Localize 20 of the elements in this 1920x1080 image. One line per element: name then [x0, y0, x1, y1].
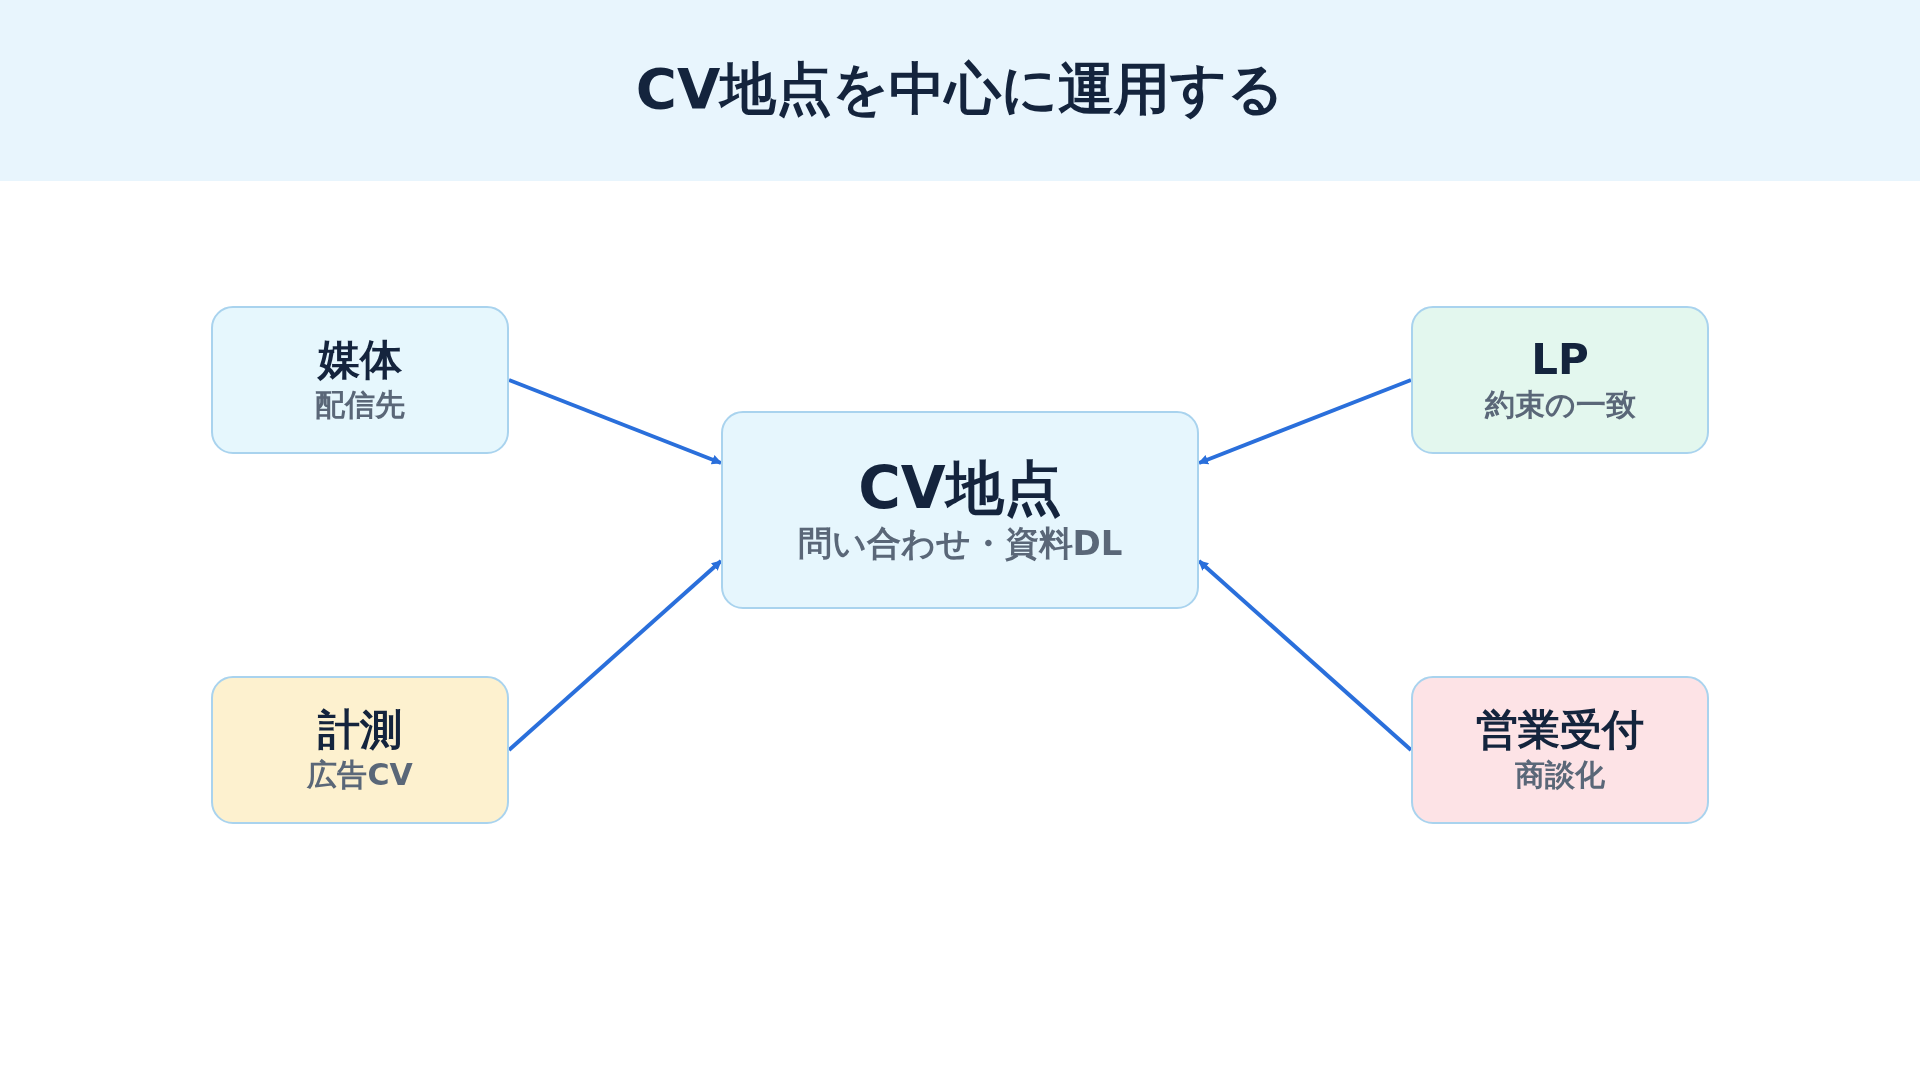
- box-heading: 計測: [318, 706, 402, 755]
- box-heading: 営業受付: [1476, 706, 1644, 755]
- arrow: [1198, 378, 1412, 465]
- box-subtitle: 問い合わせ・資料DL: [797, 522, 1123, 566]
- arrow: [508, 378, 722, 465]
- arrow: [507, 559, 723, 752]
- process-box: [211, 676, 509, 824]
- process-box: [721, 411, 1199, 609]
- box-heading: LP: [1531, 336, 1589, 385]
- process-box: [1411, 306, 1709, 454]
- title: CV地点を中心に運用する: [634, 55, 1286, 123]
- process-box: [211, 306, 509, 454]
- box-subtitle: 商談化: [1515, 755, 1605, 794]
- box-subtitle: 配信先: [315, 385, 405, 424]
- box-subtitle: 約束の一致: [1484, 385, 1636, 424]
- box-heading: CV地点: [858, 454, 1062, 522]
- box-subtitle: 広告CV: [307, 755, 413, 794]
- box-heading: 媒体: [318, 336, 402, 385]
- process-box: [1411, 676, 1709, 824]
- arrow: [1197, 559, 1413, 752]
